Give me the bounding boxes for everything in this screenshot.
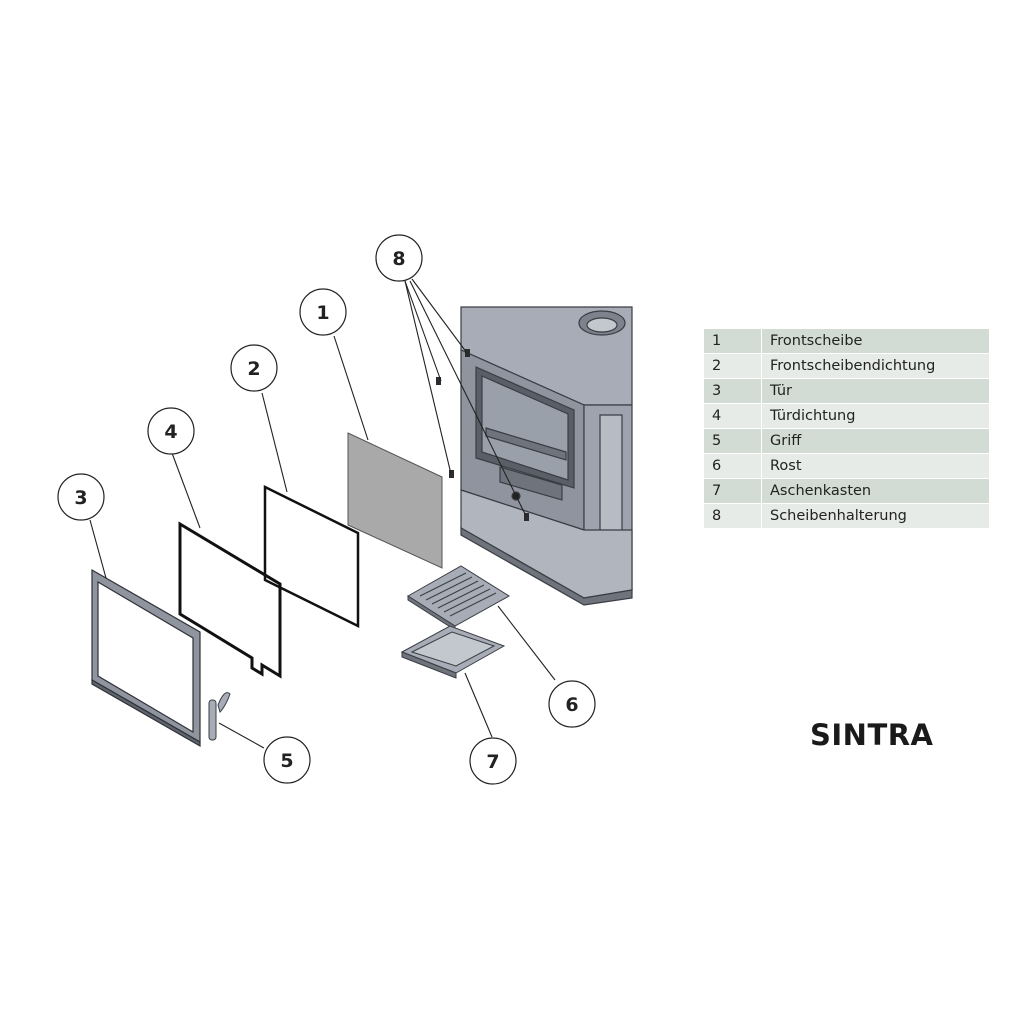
callout-6: 6: [565, 694, 578, 716]
part-number: 6: [704, 454, 762, 478]
door-seal-part: [178, 521, 282, 679]
part-name: Frontscheibe: [762, 329, 989, 353]
stove-body: [460, 306, 633, 606]
part-number: 5: [704, 429, 762, 453]
part-name: Türdichtung: [762, 404, 989, 428]
part-name: Tür: [762, 379, 989, 403]
leader-lines: [89, 278, 556, 749]
callout-4: 4: [164, 421, 177, 443]
callout-7: 7: [486, 751, 499, 773]
glass-seal-part: [263, 484, 360, 629]
callout-3: 3: [74, 487, 87, 509]
part-number: 1: [704, 329, 762, 353]
callout-1: 1: [316, 302, 329, 324]
part-number: 4: [704, 404, 762, 428]
callout-5: 5: [280, 750, 293, 772]
front-glass-part: [347, 432, 443, 569]
glass-retainer-parts: [436, 349, 529, 521]
part-name: Griff: [762, 429, 989, 453]
part-number: 3: [704, 379, 762, 403]
part-number: 2: [704, 354, 762, 378]
model-title: SINTRA: [810, 718, 934, 752]
part-name: Frontscheibendichtung: [762, 354, 989, 378]
grate-part: [407, 565, 510, 631]
callout-2: 2: [247, 358, 260, 380]
callout-circles: [57, 234, 596, 785]
part-name: Aschenkasten: [762, 479, 989, 503]
handle-part: [208, 692, 231, 741]
callout-8: 8: [392, 248, 405, 270]
part-name: Scheibenhalterung: [762, 504, 989, 528]
part-number: 8: [704, 504, 762, 528]
part-number: 7: [704, 479, 762, 503]
ash-pan-part: [400, 625, 506, 679]
part-name: Rost: [762, 454, 989, 478]
door-part: [91, 568, 201, 748]
